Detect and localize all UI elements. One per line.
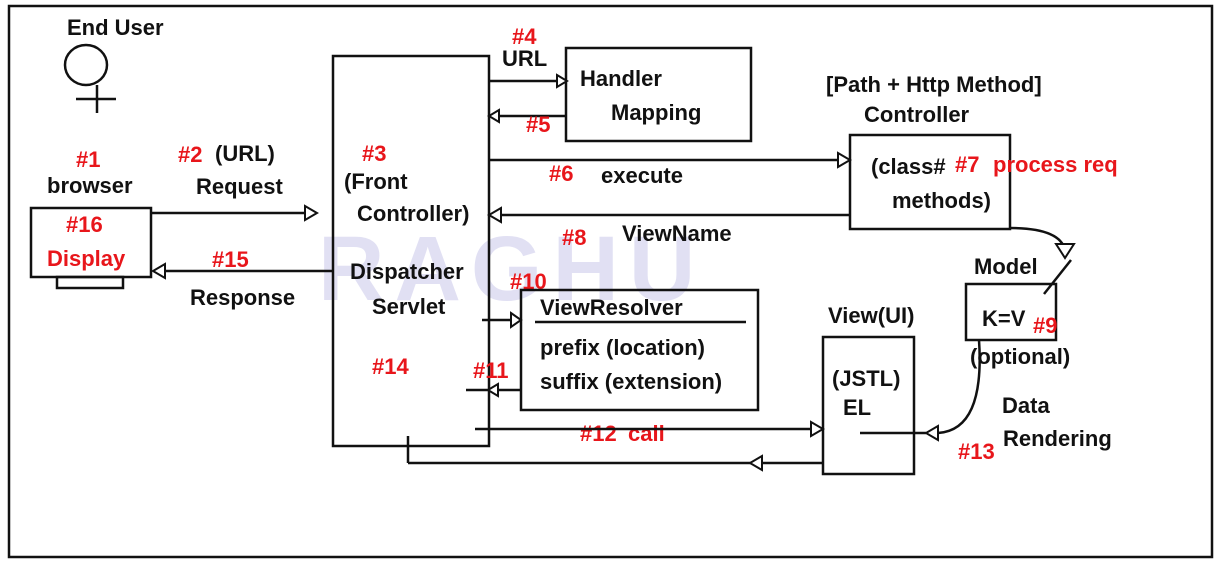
data-label: Data [1002, 393, 1050, 418]
controller-line-2: methods) [892, 188, 991, 213]
view-return-arrow [406, 436, 823, 472]
execute-label: execute [601, 163, 683, 188]
suffix-label: suffix (extension) [540, 369, 722, 394]
el-label: EL [843, 395, 871, 420]
model-content: K=V [982, 306, 1026, 331]
viewresolver-return-arrow [466, 382, 521, 398]
view-title: View(UI) [828, 303, 914, 328]
front-controller-box [331, 54, 491, 448]
prefix-label: prefix (location) [540, 335, 705, 360]
viewresolver-title: ViewResolver [540, 295, 683, 320]
viewresolver-request-arrow [482, 311, 523, 329]
viewname-arrow [487, 206, 850, 224]
end-user-label: End User [67, 15, 164, 40]
request-label: Request [196, 174, 283, 199]
controller-title: Controller [864, 102, 970, 127]
request-step-number: #2 [178, 142, 202, 167]
browser-label: browser [47, 173, 133, 198]
rendering-label: Rendering [1003, 426, 1112, 451]
call-step-number: #12 [580, 421, 617, 446]
controller-box [848, 133, 1012, 231]
view-box [821, 335, 916, 476]
handler-return-step-number: #5 [526, 112, 550, 137]
process-req-label: process req [993, 152, 1118, 177]
front-controller-step-number: #3 [362, 141, 386, 166]
browser-stand [55, 275, 125, 290]
viewname-label: ViewName [622, 221, 732, 246]
suffix-step-number: #11 [473, 358, 509, 383]
browser-step-number: #1 [76, 147, 100, 172]
display-label: Display [47, 246, 126, 271]
call-label: call [628, 421, 665, 446]
dispatcher-label: Dispatcher [350, 259, 464, 284]
model-title: Model [974, 254, 1038, 279]
front-controller-line-2: Controller) [357, 201, 469, 226]
data-rendering-step-number: #13 [958, 439, 995, 464]
outer-frame [7, 4, 1214, 559]
handler-request-arrow [489, 73, 569, 89]
model-note: (optional) [970, 344, 1070, 369]
model-connector-line [1043, 259, 1072, 295]
controller-to-model-arrow [1009, 226, 1076, 260]
execute-step-number: #6 [549, 161, 573, 186]
step-14-number: #14 [372, 354, 409, 379]
response-label: Response [190, 285, 295, 310]
url-label: URL [502, 46, 547, 71]
response-arrow [151, 262, 333, 280]
model-box [964, 282, 1058, 342]
controller-header: [Path + Http Method] [826, 72, 1042, 97]
jstl-label: (JSTL) [832, 366, 900, 391]
display-step-number: #16 [66, 212, 103, 237]
viewname-step-number: #8 [562, 225, 586, 250]
response-step-number: #15 [212, 247, 249, 272]
mapping-label: Mapping [611, 100, 701, 125]
controller-line-1: (class# [871, 154, 946, 179]
request-arrow [151, 204, 319, 222]
front-controller-line-1: (Front [344, 169, 408, 194]
url-step-number: #4 [512, 24, 537, 49]
call-arrow [475, 420, 825, 438]
handler-label: Handler [580, 66, 662, 91]
stick-figure-user-icon [63, 43, 116, 113]
watermark: RAGHU [318, 218, 705, 320]
servlet-label: Servlet [372, 294, 446, 319]
data-rendering-arrow [860, 339, 981, 442]
request-url-label: (URL) [215, 141, 275, 166]
model-step-number: #9 [1033, 313, 1057, 338]
execute-arrow [489, 151, 852, 169]
controller-step-number: #7 [955, 152, 979, 177]
handler-return-arrow [487, 108, 566, 124]
viewresolver-box [519, 288, 760, 412]
handler-mapping-box [564, 46, 753, 143]
